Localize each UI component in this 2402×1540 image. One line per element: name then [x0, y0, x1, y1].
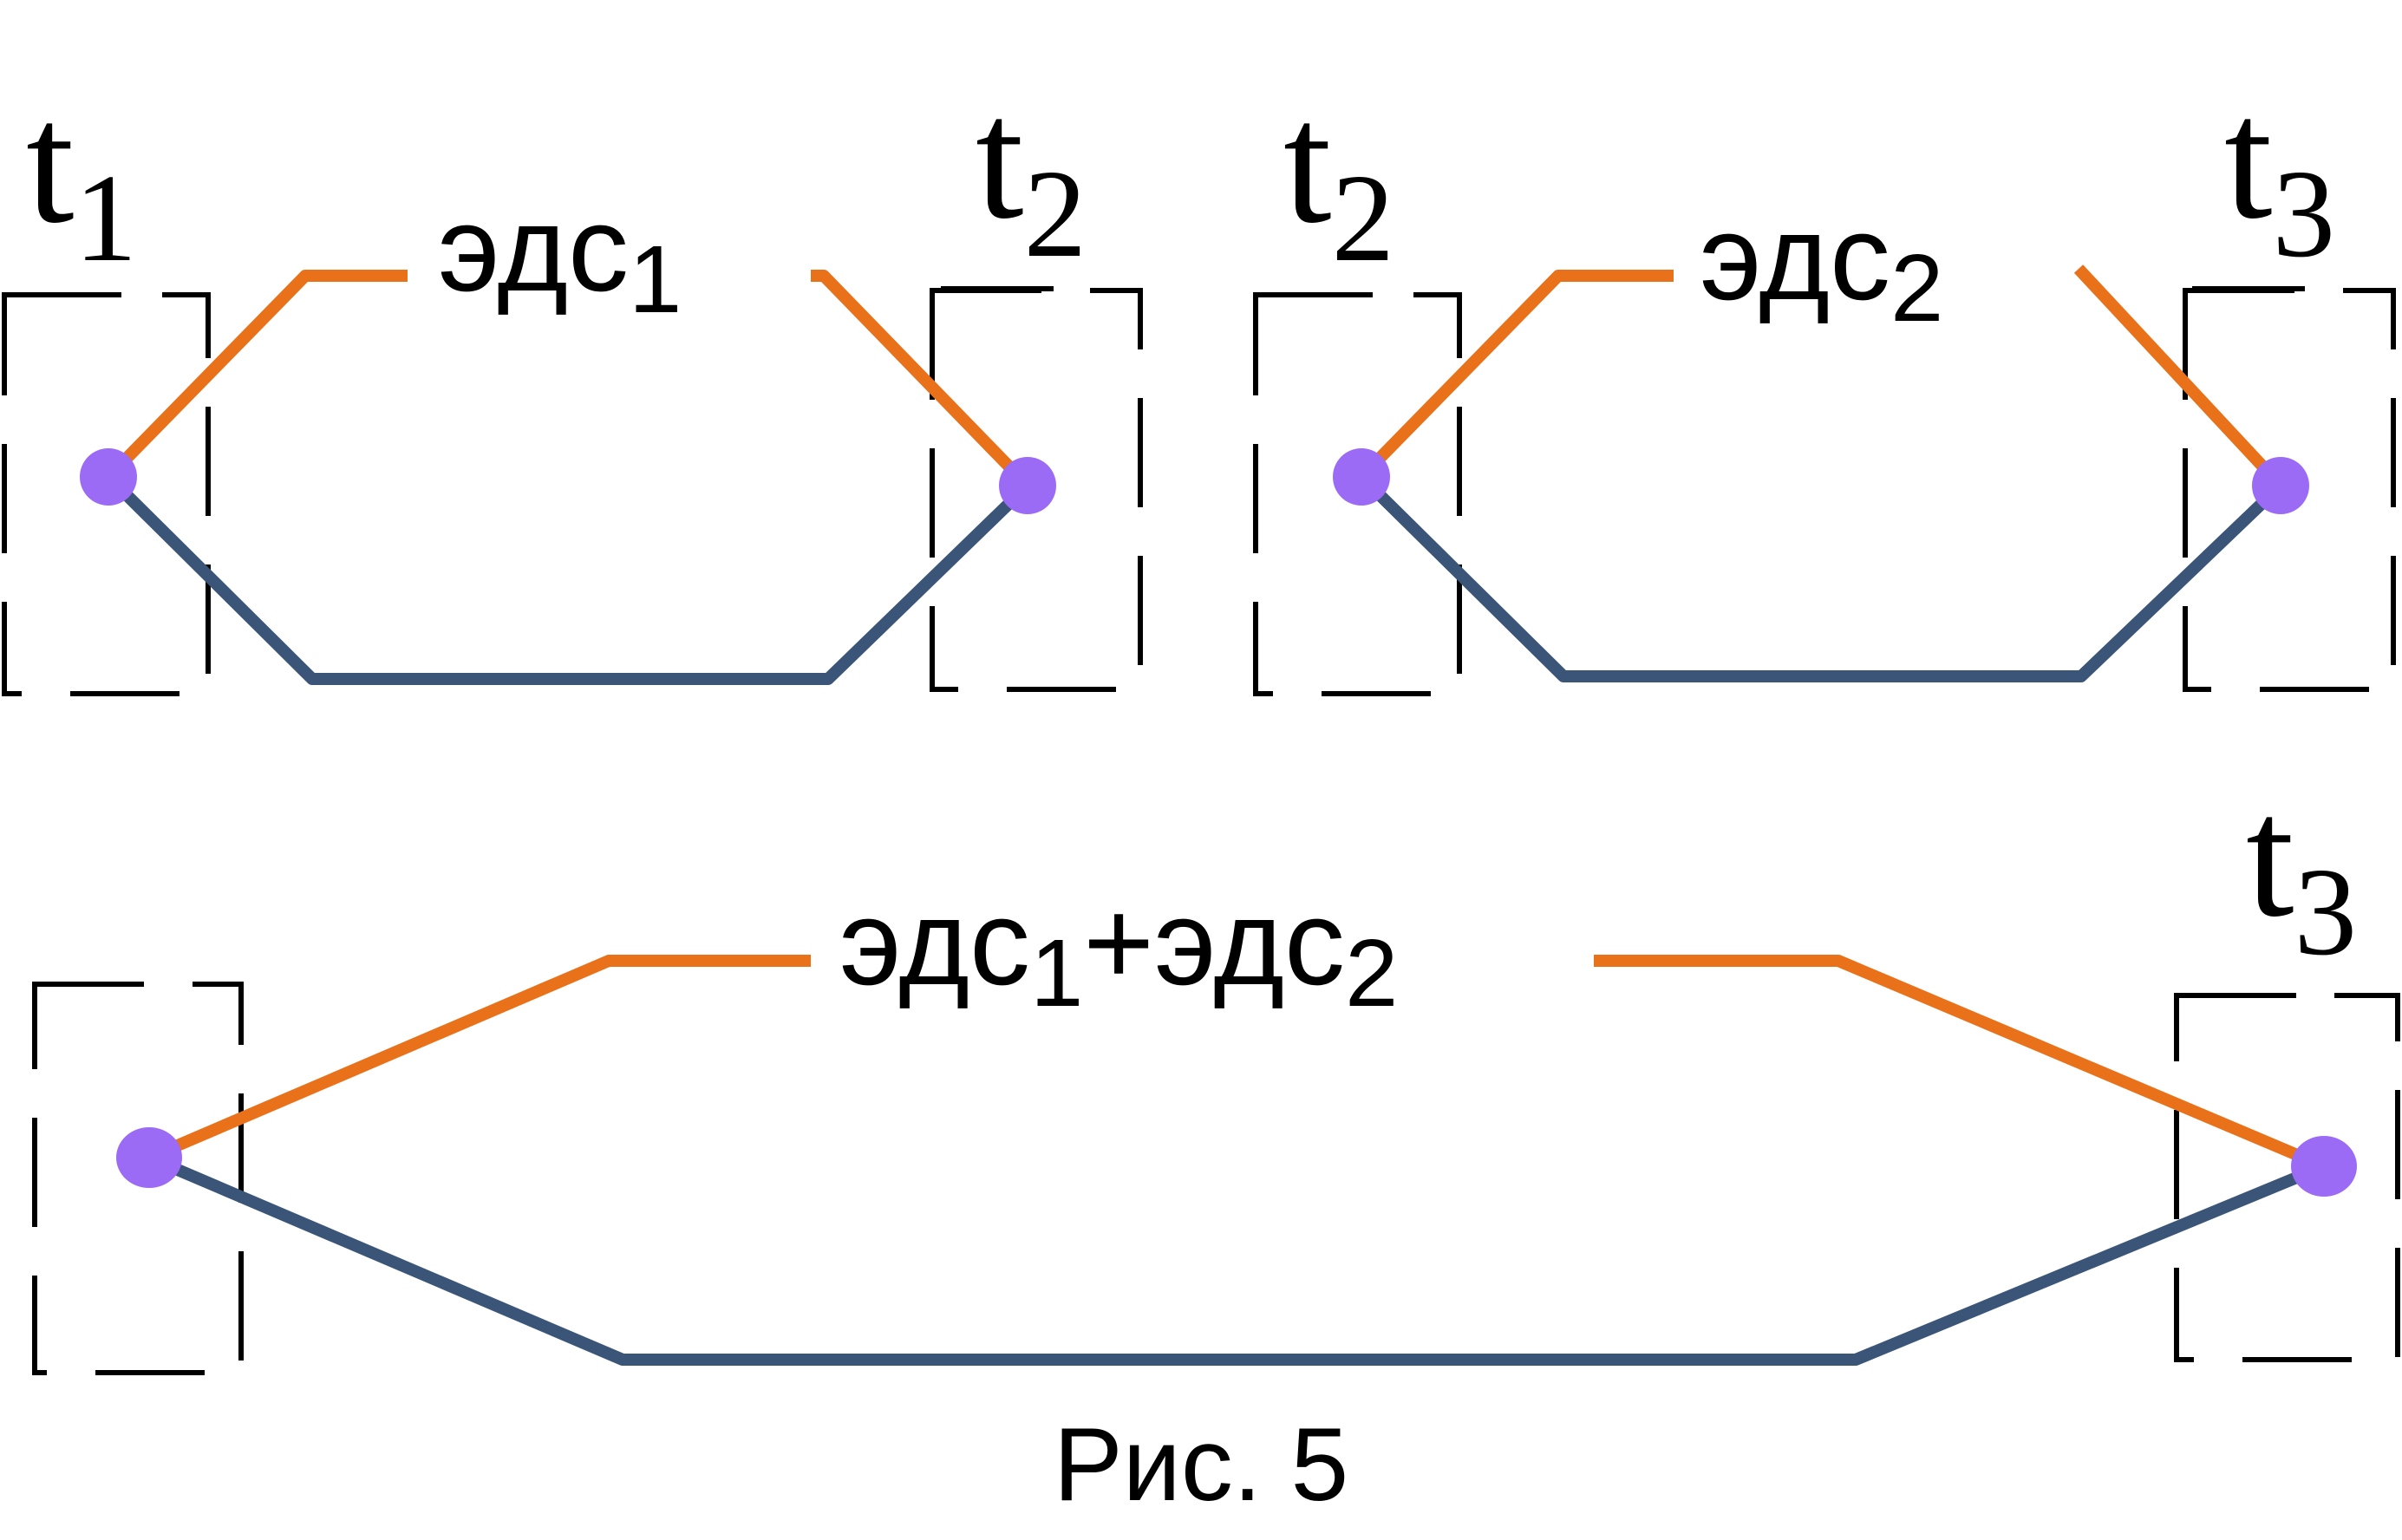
junction-dot: [2291, 1136, 2357, 1197]
cold-wire: [104, 473, 1032, 685]
junction-dot: [999, 457, 1056, 514]
temperature-label: t3: [2246, 761, 2357, 982]
hot-wire: [103, 270, 408, 481]
cold-wire: [147, 1152, 2327, 1366]
emf-label: эдс1: [438, 180, 682, 333]
junction-dot: [2252, 457, 2309, 514]
thermocouple-1: t1 t2 эдс1: [2, 63, 1143, 696]
junction-box-right: [2174, 993, 2400, 1362]
hot-wire: [1356, 270, 1674, 481]
hot-wire: [2073, 264, 2286, 490]
temperature-label: t3: [2224, 63, 2335, 284]
temperature-label: t1: [26, 68, 137, 288]
emf-label: эдс2: [1700, 189, 1943, 342]
hot-wire: [1594, 955, 2327, 1172]
figure-caption: Рис. 5: [1054, 1406, 1349, 1523]
emf-sum-label: эдс1+эдс2: [839, 874, 1398, 1027]
thermocouple-2: t2 t3 эдс2: [1253, 63, 2396, 696]
temperature-label: t2: [1283, 68, 1394, 288]
junction-dot: [1333, 448, 1390, 506]
hot-wire: [811, 270, 1033, 490]
hot-wire: [147, 955, 811, 1164]
junction-box-left: [32, 982, 244, 1375]
thermocouple-combined: t3 эдс1+эдс2: [32, 761, 2400, 1375]
cold-wire: [1357, 473, 2285, 682]
junction-dot: [116, 1127, 182, 1188]
junction-dot: [80, 448, 137, 506]
temperature-label: t2: [976, 63, 1087, 284]
